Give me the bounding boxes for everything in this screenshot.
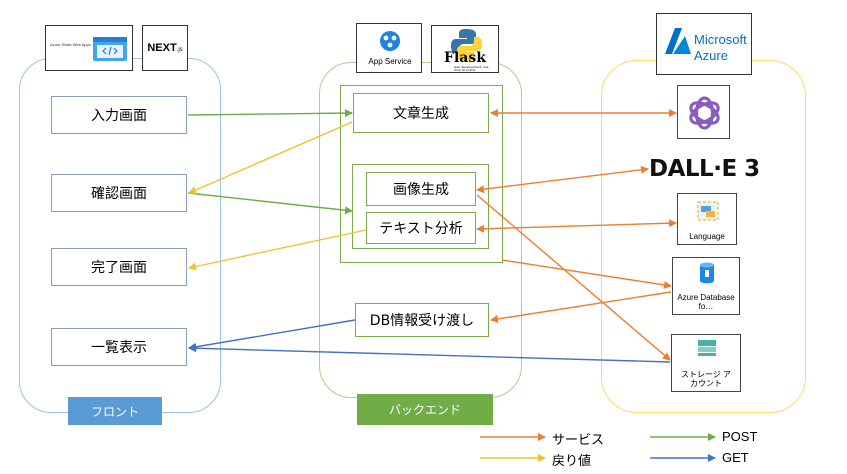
storage-icon [698, 340, 716, 356]
database-icon [700, 262, 714, 284]
screen-list[interactable]: 一覧表示 [51, 328, 187, 366]
app-service-label: App Service [368, 57, 412, 66]
language-label: Language [689, 231, 725, 241]
module-image-generation[interactable]: 画像生成 [366, 172, 476, 206]
legend-post-label: POST [722, 429, 758, 444]
dalle3-logo[interactable]: DALL·E 3 [649, 156, 760, 182]
legend-get-label: GET [722, 450, 749, 465]
arrow-post-confirm-to-backend [187, 192, 353, 215]
legend-return-label: 戻り値 [552, 453, 592, 468]
module-text-generation[interactable]: 文章生成 [353, 93, 489, 133]
front-tag: フロント [68, 397, 162, 425]
arrow-service-imagegen-storage [476, 194, 671, 361]
azure-database-service[interactable]: Azure Database fo… [672, 257, 740, 315]
app-service-icon [380, 31, 400, 51]
app-service-logo: App Service [356, 23, 422, 73]
openai-logo[interactable] [677, 85, 730, 139]
arrow-service-backend-database [501, 259, 672, 289]
flask-label: Flask [444, 50, 486, 66]
arrow-service-analysis-language [476, 219, 677, 233]
azure-logo-line2: Azure [694, 48, 728, 63]
arrow-get-dbtransfer-to-list [188, 319, 356, 351]
screen-input[interactable]: 入力画面 [51, 96, 187, 134]
screen-complete[interactable]: 完了画面 [51, 248, 187, 286]
screen-confirm[interactable]: 確認画面 [51, 174, 187, 212]
language-service[interactable]: Language [677, 193, 737, 245]
module-db-transfer[interactable]: DB情報受け渡し [355, 303, 489, 337]
arrow-get-storage-to-list [188, 344, 671, 363]
azure-icon [665, 28, 691, 54]
static-web-apps-icon [93, 37, 127, 61]
flask-logo: Flask web development, one drop at a tim… [431, 25, 499, 73]
flask-sublabel: web development, one drop at a time [454, 65, 489, 72]
arrow-service-database-dbtransfer [490, 291, 672, 323]
arrow-service-imagegen-dalle [476, 165, 649, 194]
azure-database-label: Azure Database fo… [677, 292, 735, 311]
storage-account-label: ストレージ アカウント [680, 369, 732, 388]
legend-service-label: サービス [552, 432, 605, 447]
openai-icon [689, 96, 720, 130]
module-text-analysis[interactable]: テキスト分析 [366, 212, 476, 244]
arrow-return-textgen-to-confirm [188, 121, 353, 194]
nextjs-logo-suffix: .js [176, 46, 183, 53]
static-web-apps-logo: Azure Static Web Apps [45, 25, 133, 71]
backend-tag: バックエンド [357, 394, 493, 425]
python-icon [451, 29, 482, 61]
arrow-post-input-to-textgen [187, 109, 353, 118]
arrow-return-analysis-to-complete [188, 229, 367, 271]
azure-logo-line1: Microsoft [694, 32, 747, 47]
language-icon [697, 201, 719, 221]
nextjs-logo: NEXT.js [142, 25, 188, 71]
microsoft-azure-logo: Microsoft Azure [656, 13, 752, 75]
nextjs-logo-text: NEXT [147, 42, 177, 54]
storage-account-service[interactable]: ストレージ アカウント [671, 334, 741, 392]
static-web-apps-logo-label: Azure Static Web Apps [50, 42, 91, 47]
